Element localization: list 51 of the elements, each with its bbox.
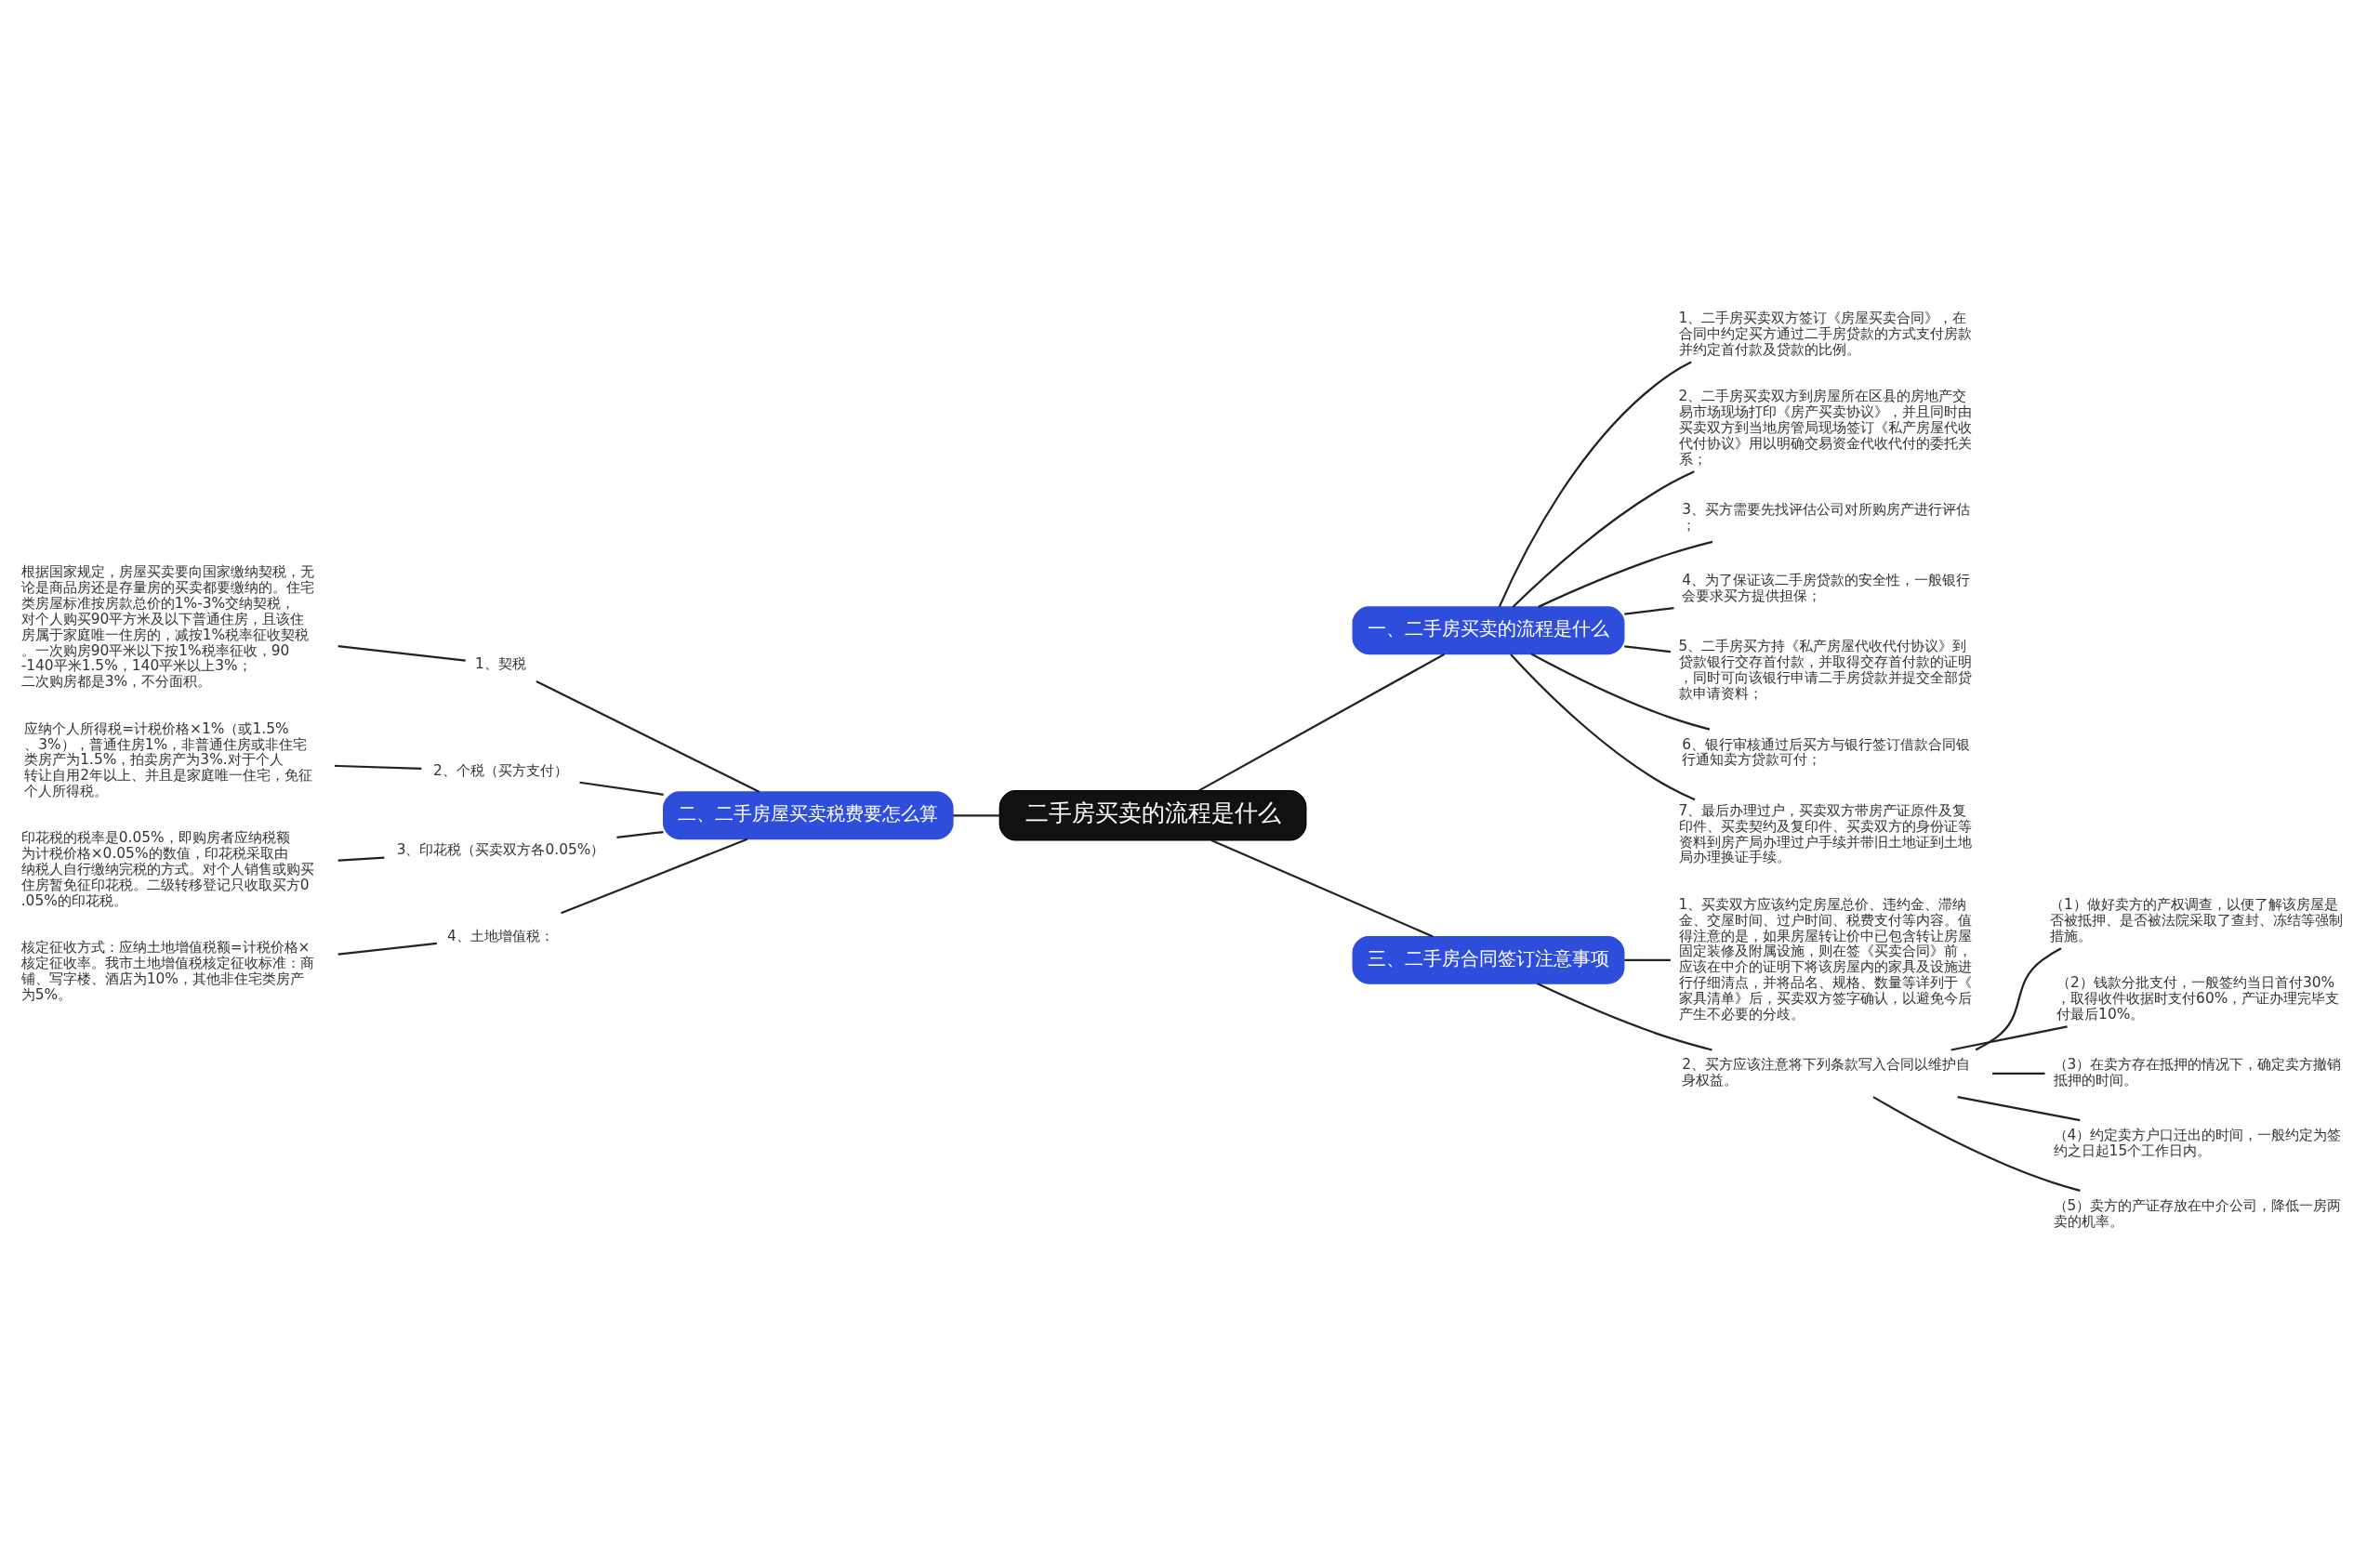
connector [1950, 1024, 2068, 1051]
connector [1538, 540, 1713, 608]
connector [1210, 838, 1434, 937]
connector [1957, 1095, 2081, 1121]
node-text: 1、买卖双方应该约定房屋总价、违约金、滞纳金、交屋时间、过户时间、税费支付等内容。值得注意的是，如果房屋转让价中已包含转让房屋固定装修及附属设施，则在签《买卖合同》前，应该在中介的证明下将该房屋内的家具及设施进行仔细清点，并将品名、规格、数量等详列于《家具清单》后，买卖双方签字确认，以避免今后产生不必要的分歧。 [1678, 895, 1972, 1023]
connector [1530, 653, 1711, 731]
node-text: 7、最后办理过户，买卖双方带房产证原件及复印件、买卖契约及复印件、买卖双方的身份证等资料到房产局办理过户手续并带旧土地证到土地局办理换证手续。 [1678, 801, 1972, 865]
connector [579, 781, 664, 796]
node-text: 印花税的税率是0.05%，即购房者应纳税额为计税价格×0.05%的数值，印花税采取由纳税人自行缴纳完税的方式。对个人销售或购买住房暂免征印花税。二级转移登记只收取买方0.05%的印花税。 [20, 828, 314, 909]
connector [1992, 1072, 2045, 1075]
connector [1197, 653, 1446, 792]
connector [1512, 469, 1695, 608]
connector [1624, 644, 1671, 653]
node-text: （5）卖方的产证存放在中介公司，降低一房两卖的机率。 [2053, 1196, 2342, 1229]
node-text: 1、契税 [475, 654, 526, 672]
node-box: 三、二手房合同签订注意事项 [1352, 935, 1625, 984]
node-text: 4、为了保证该二手房贷款的安全性，一般银行会要求买方提供担保； [1682, 571, 1970, 604]
node-text: 2、买方应该注意将下列条款写入合同以维护自身权益。 [1682, 1055, 1970, 1089]
node-text: 6、银行审核通过后买方与银行签订借款合同银行通知卖方贷款可付； [1682, 734, 1970, 768]
connector [337, 644, 466, 662]
node-text: 3、买方需要先找评估公司对所购房产进行评估； [1682, 500, 1970, 534]
node-text: （4）约定卖方户口迁出的时间，一般约定为签约之日起15个工作日内。 [2053, 1126, 2342, 1159]
node-text: 1、二手房买卖双方签订《房屋买卖合同》，在合同中约定买方通过二手房贷款的方式支付房款并约定首付款及贷款的比例。 [1678, 309, 1972, 358]
connector [337, 856, 385, 862]
node-text: 5、二手房买方持《私产房屋代收代付协议》到贷款银行交存首付款，并取得交存首付款的证明，同时可向该银行申请二手房贷款并提交全部贷款申请资料； [1678, 637, 1972, 702]
connector [1872, 1095, 2081, 1192]
connector [1624, 606, 1674, 615]
node-text: （1）做好卖方的产权调查，以便了解该房屋是否被抵押、是否被法院采取了查封、冻结等强制措施。 [2050, 895, 2344, 944]
node-box: 二、二手房屋买卖税费要怎么算 [663, 790, 954, 839]
connector [616, 830, 664, 838]
node-text: （3）在卖方存在抵押的情况下，确定卖方撤销抵押的时间。 [2053, 1055, 2342, 1089]
connector [335, 764, 422, 770]
connector [536, 680, 760, 793]
node-text: 3、印花税（买卖双方各0.05%） [396, 840, 605, 858]
connector [953, 813, 1000, 816]
node-text: （2）钱款分批支付，一般签约当日首付30%，取得收件收据时支付60%，产证办理完毕支付最后10%。 [2056, 973, 2340, 1023]
node-text: 4、土地增值税： [447, 927, 554, 944]
node-text: 应纳个人所得税=计税价格×1%（或1.5%、3%），普通住房1%，非普通住房或非住宅类房产为1.5%，拍卖房产为3%.对于个人转让自用2年以上、并且是家庭唯一住宅，免征个人所得税。 [24, 719, 313, 799]
node-box: 一、二手房买卖的流程是什么 [1352, 605, 1625, 654]
node-text: 核定征收方式：应纳土地增值税额=计税价格×核定征收率。我市土地增值税核定征收标准：商铺、写字楼、酒店为10%，其他非住宅类房产为5%。 [20, 938, 314, 1003]
connector [1510, 653, 1696, 800]
connector [1536, 982, 1712, 1051]
connector [337, 942, 437, 956]
node-text: 根据国家规定，房屋买卖要向国家缴纳契税，无论是商品房还是存量房的买卖都要缴纳的。住宅类房屋标准按房款总价的1%-3%交纳契税，对个人购买90平方米及以下普通住房，且该住房属于家庭唯一住房的，减按1%税率征收契税。一次购房90平米以下按1%税率征收，90-140平米1.5%，140平米以上3%；二次购房都是3%，不分面积。 [20, 562, 314, 690]
connector [561, 838, 748, 914]
connector [1624, 958, 1671, 961]
connector [1498, 361, 1692, 607]
node-box: 二手房买卖的流程是什么 [998, 789, 1307, 841]
node-text: 2、个税（买方支付） [433, 761, 568, 779]
connector [1975, 946, 2062, 1051]
node-text: 2、二手房买卖双方到房屋所在区县的房地产交易市场现场打印《房产买卖协议》，并且同时由买卖双方到当地房管局现场签订《私产房屋代收代付协议》用以明确交易资金代收代付的委托关系； [1678, 387, 1972, 468]
